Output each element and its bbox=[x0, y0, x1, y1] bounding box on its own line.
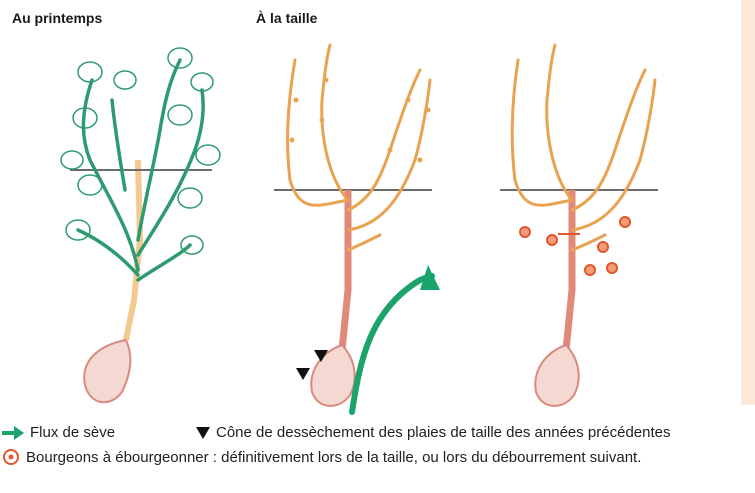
cane-buds bbox=[290, 78, 431, 163]
canes bbox=[288, 45, 430, 250]
trunk-base bbox=[535, 345, 578, 406]
trunk bbox=[566, 190, 572, 350]
vine-pruning-illustration bbox=[260, 40, 460, 420]
trunk bbox=[342, 190, 348, 350]
vine-spring-illustration bbox=[30, 40, 230, 420]
legend-sap-flow: Flux de sève bbox=[2, 424, 115, 441]
cone-triangle-1 bbox=[296, 368, 310, 380]
legend-buds-label: Bourgeons à ébourgeonner : définitivemen… bbox=[26, 449, 641, 466]
black-triangle-icon bbox=[196, 426, 210, 440]
trunk-base bbox=[84, 340, 130, 402]
sap-arrow-shaft bbox=[352, 276, 432, 412]
heading-spring: Au printemps bbox=[12, 10, 102, 26]
legend-cone-label: Cône de dessèchement des plaies de taill… bbox=[216, 424, 670, 441]
vine-buds-illustration bbox=[500, 40, 700, 420]
legend-cone: Cône de dessèchement des plaies de taill… bbox=[196, 424, 670, 441]
legend-sap-flow-label: Flux de sève bbox=[30, 424, 115, 441]
heading-pruning: À la taille bbox=[256, 10, 317, 26]
legend-buds: Bourgeons à ébourgeonner : définitivemen… bbox=[2, 448, 641, 466]
bud-circle-icon bbox=[2, 448, 20, 466]
side-strip bbox=[741, 0, 755, 405]
green-arrow-icon bbox=[2, 425, 24, 441]
canes bbox=[512, 45, 655, 250]
